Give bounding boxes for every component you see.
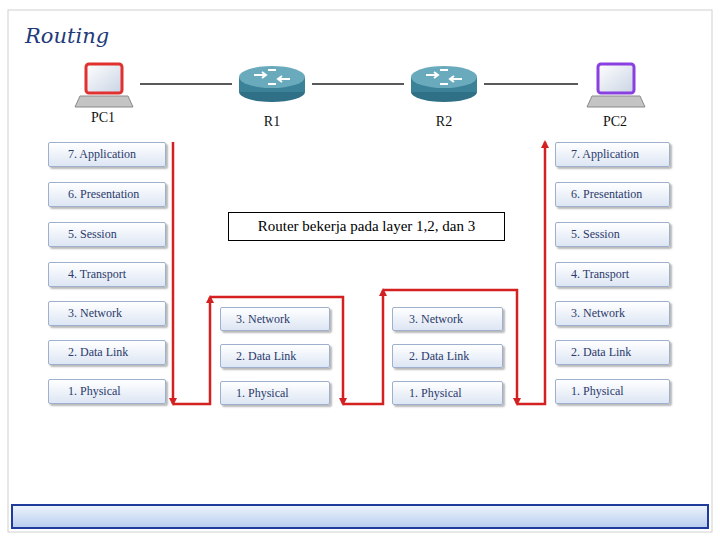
router-icon [239, 66, 305, 102]
osi-layer-box: 7. Application [48, 142, 166, 167]
osi-layer-box: 6. Presentation [48, 182, 166, 207]
osi-layer-box: 2. Data Link [48, 340, 166, 365]
osi-layer-box: 6. Presentation [555, 182, 670, 207]
device-node: PC1 [66, 58, 140, 126]
layer-name: 6. Presentation [68, 187, 139, 202]
layer-name: 3. Network [409, 312, 463, 327]
layer-name: 1. Physical [68, 384, 121, 399]
osi-layer-box: 1. Physical [392, 381, 503, 405]
device-label: PC2 [603, 114, 627, 130]
laptop-icon [587, 64, 645, 107]
layer-name: 6. Presentation [571, 187, 642, 202]
layer-name: 7. Application [68, 147, 136, 162]
osi-layer-box: 5. Session [555, 222, 670, 247]
osi-layer-box: 2. Data Link [555, 340, 670, 365]
layer-name: 4. Transport [68, 267, 126, 282]
osi-layer-box: 1. Physical [48, 379, 166, 404]
layer-name: 1. Physical [409, 386, 462, 401]
layer-name: 2. Data Link [571, 345, 631, 360]
device-node: R1 [232, 58, 312, 130]
layer-name: 1. Physical [571, 384, 624, 399]
osi-layer-box: 3. Network [555, 301, 670, 326]
osi-layer-box: 7. Application [555, 142, 670, 167]
layer-name: 1. Physical [236, 386, 289, 401]
device-label: PC1 [91, 110, 115, 126]
network-link [484, 83, 578, 85]
layer-name: 3. Network [236, 312, 290, 327]
router-icon [411, 66, 477, 102]
network-link [140, 83, 232, 85]
layer-name: 2. Data Link [68, 345, 128, 360]
osi-layer-box: 3. Network [392, 307, 503, 331]
osi-layer-box: 3. Network [220, 307, 330, 331]
osi-layer-box: 1. Physical [220, 381, 330, 405]
slide-title: Routing [25, 24, 109, 48]
osi-layer-box: 4. Transport [555, 262, 670, 287]
layer-name: 4. Transport [571, 267, 629, 282]
slide-frame [8, 10, 712, 532]
osi-layer-box: 3. Network [48, 301, 166, 326]
layer-name: 3. Network [68, 306, 122, 321]
osi-layer-box: 4. Transport [48, 262, 166, 287]
layer-name: 2. Data Link [236, 349, 296, 364]
device-node: R2 [404, 58, 484, 130]
layer-name: 5. Session [68, 227, 117, 242]
layer-name: 7. Application [571, 147, 639, 162]
laptop-icon [75, 64, 133, 107]
layer-name: 5. Session [571, 227, 620, 242]
callout-text: Router bekerja pada layer 1,2, dan 3 [258, 218, 475, 235]
device-node: PC2 [578, 58, 652, 130]
osi-layer-box: 2. Data Link [392, 344, 503, 368]
layer-name: 2. Data Link [409, 349, 469, 364]
callout-box: Router bekerja pada layer 1,2, dan 3 [228, 212, 505, 241]
device-label: R2 [436, 114, 452, 130]
device-label: R1 [264, 114, 280, 130]
osi-layer-box: 5. Session [48, 222, 166, 247]
data-flow-arrow [173, 142, 545, 404]
osi-layer-box: 2. Data Link [220, 344, 330, 368]
osi-layer-box: 1. Physical [555, 379, 670, 404]
layer-name: 3. Network [571, 306, 625, 321]
network-link [312, 83, 404, 85]
footer-bar [12, 505, 708, 528]
